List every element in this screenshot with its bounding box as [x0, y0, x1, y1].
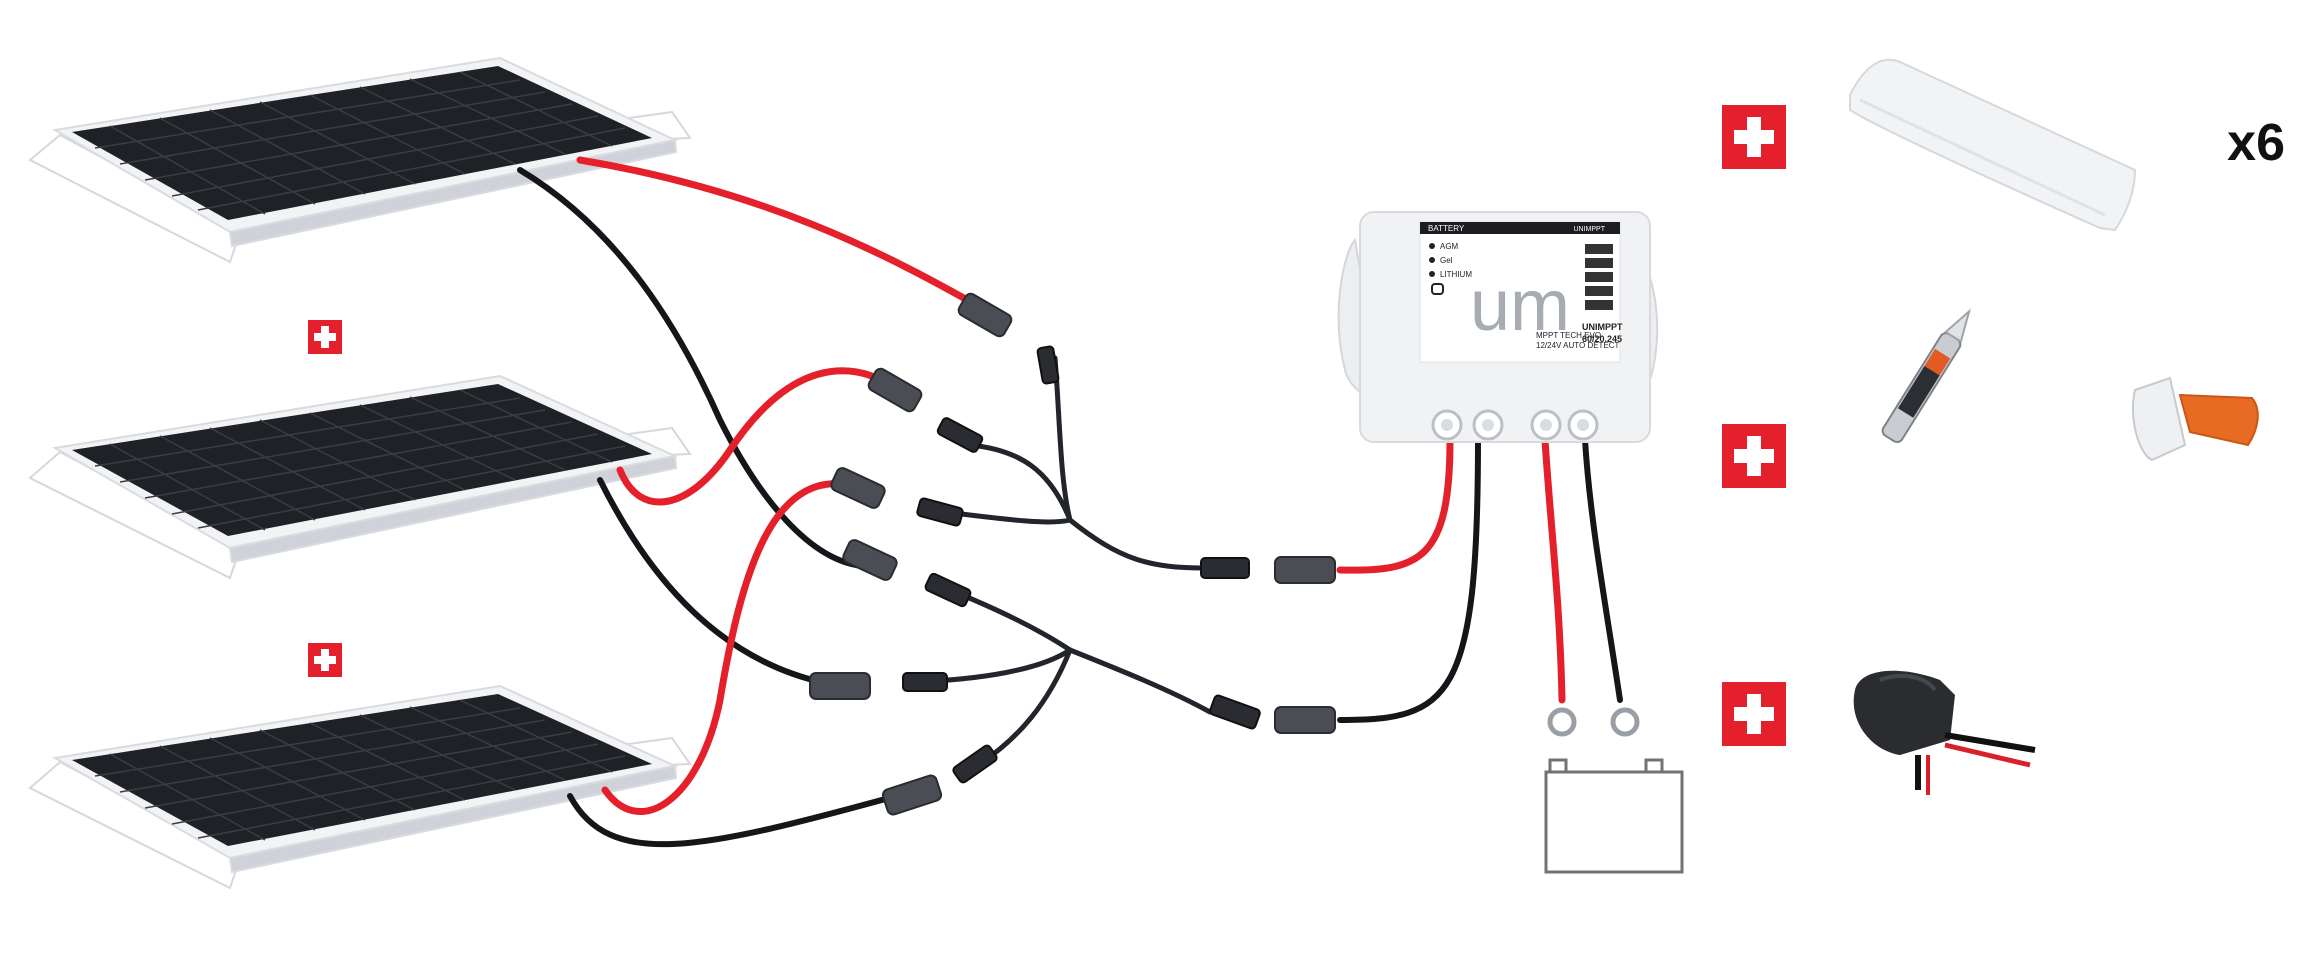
mc4-connector-icon	[1036, 345, 1060, 385]
controller-model-line1: UNIMPPT	[1582, 322, 1623, 332]
mc4-connector-icon	[902, 672, 948, 692]
battery-type-agm: AGM	[1440, 242, 1459, 251]
mc4-connector-icon	[957, 292, 1013, 338]
controller-logo: um	[1470, 266, 1570, 346]
wiring	[517, 156, 1623, 848]
mc4-connector-icon	[952, 744, 998, 784]
battery-icon	[1544, 758, 1684, 874]
plus-badge-icon	[308, 643, 342, 677]
ring-terminals	[1547, 707, 1640, 737]
controller-model-line2: 60/20.245	[1582, 334, 1622, 344]
solar-panel-middle	[28, 374, 692, 580]
mounting-spoiler	[1849, 58, 2137, 232]
plus-badge-icon	[1722, 682, 1786, 746]
battery-type-lithium: LITHIUM	[1440, 270, 1472, 279]
mppt-controller: BATTERY UNIMPPT AGM Gel LITHIUM um MPPT …	[1337, 211, 1659, 443]
controller-tagline-line1: MPPT TECH EVO	[1536, 331, 1601, 340]
mc4-connector-icon	[881, 774, 943, 816]
mc4-connector-icon	[809, 672, 871, 700]
mc4-connector-icon	[916, 497, 964, 527]
battery-type-gel: Gel	[1440, 256, 1453, 265]
mc4-connector-icon	[1209, 694, 1261, 730]
mc4-connector-icon	[842, 539, 898, 581]
cable-entry-gland	[2131, 376, 2259, 462]
roof-cable-gland	[1853, 670, 2036, 795]
plus-badge-icon	[1722, 105, 1786, 169]
mc4-connector-icon	[867, 367, 923, 413]
mc4-connector-icon	[924, 572, 972, 608]
mc4-connectors	[809, 292, 1336, 816]
sealant-tube	[1881, 308, 1972, 444]
lcd-brand: UNIMPPT	[1574, 226, 1606, 233]
controller-tagline-line2: 12/24V AUTO DETECT	[1536, 341, 1620, 350]
plus-badge-icon	[308, 320, 342, 354]
quantity-label: x6	[2227, 114, 2285, 172]
lcd-header: BATTERY	[1428, 224, 1465, 233]
plus-badge-icon	[1722, 424, 1786, 488]
mc4-connector-icon	[1274, 706, 1336, 734]
mc4-connector-icon	[1274, 556, 1336, 584]
mc4-connector-icon	[1200, 557, 1250, 579]
mc4-connector-icon	[830, 467, 886, 509]
mc4-connector-icon	[936, 417, 984, 453]
solar-panel-bottom	[28, 684, 692, 890]
solar-panel-top	[28, 56, 692, 264]
